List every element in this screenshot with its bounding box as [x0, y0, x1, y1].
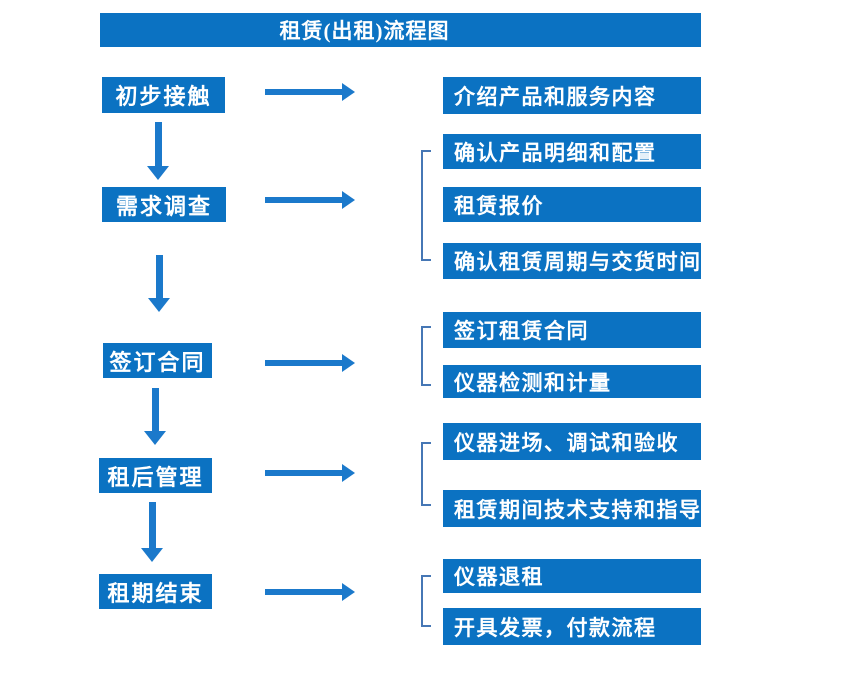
- right-arrow-shaft: [265, 89, 343, 95]
- bracket-post-rental-group: [421, 442, 431, 506]
- step-sign-contract: 签订合同: [103, 343, 212, 378]
- bracket-demand-survey-group: [421, 150, 431, 261]
- down-arrow-shaft: [149, 502, 156, 549]
- detail-instrument-testing-measurement: 仪器检测和计量: [443, 365, 701, 398]
- right-arrow-head-icon: [342, 354, 355, 372]
- down-arrow-4: [141, 502, 163, 562]
- title-bar: 租赁(出租)流程图: [100, 13, 701, 47]
- detail-confirm-product-details-config: 确认产品明细和配置: [443, 134, 701, 169]
- right-arrow-shaft: [265, 470, 343, 476]
- step-post-rental-management: 租后管理: [99, 458, 212, 493]
- right-arrow-shaft: [265, 197, 343, 203]
- bracket-sign-contract-group: [421, 326, 431, 386]
- right-arrow-head-icon: [342, 191, 355, 209]
- right-arrow-5: [265, 582, 355, 602]
- down-arrow-shaft: [152, 388, 159, 432]
- right-arrow-shaft: [265, 589, 343, 595]
- down-arrow-2: [148, 255, 170, 312]
- down-arrow-head-icon: [144, 431, 166, 445]
- right-arrow-3: [265, 353, 355, 373]
- step-demand-survey: 需求调查: [102, 187, 226, 222]
- detail-rental-quotation: 租赁报价: [443, 187, 701, 222]
- bracket-rental-end-group: [421, 575, 431, 627]
- right-arrow-2: [265, 190, 355, 210]
- down-arrow-head-icon: [147, 166, 169, 180]
- detail-confirm-rental-period-delivery: 确认租赁周期与交货时间: [443, 243, 701, 279]
- right-arrow-1: [265, 82, 355, 102]
- detail-sign-rental-contract: 签订租赁合同: [443, 312, 701, 348]
- step-initial-contact: 初步接触: [102, 77, 225, 113]
- right-arrow-4: [265, 463, 355, 483]
- right-arrow-head-icon: [342, 83, 355, 101]
- step-rental-period-end: 租期结束: [99, 574, 212, 609]
- down-arrow-shaft: [155, 122, 162, 167]
- down-arrow-1: [147, 122, 169, 180]
- detail-introduce-products-services: 介绍产品和服务内容: [443, 77, 701, 114]
- down-arrow-head-icon: [141, 548, 163, 562]
- right-arrow-shaft: [265, 360, 343, 366]
- down-arrow-3: [144, 388, 166, 445]
- detail-instrument-arrival-debug-acceptance: 仪器进场、调试和验收: [443, 423, 701, 460]
- down-arrow-shaft: [156, 255, 163, 299]
- down-arrow-head-icon: [148, 298, 170, 312]
- detail-invoice-payment-process: 开具发票，付款流程: [443, 608, 701, 645]
- detail-instrument-return: 仪器退租: [443, 559, 701, 593]
- page-title: 租赁(出租)流程图: [279, 19, 450, 43]
- detail-rental-tech-support-guidance: 租赁期间技术支持和指导: [443, 490, 701, 527]
- right-arrow-head-icon: [342, 464, 355, 482]
- right-arrow-head-icon: [342, 583, 355, 601]
